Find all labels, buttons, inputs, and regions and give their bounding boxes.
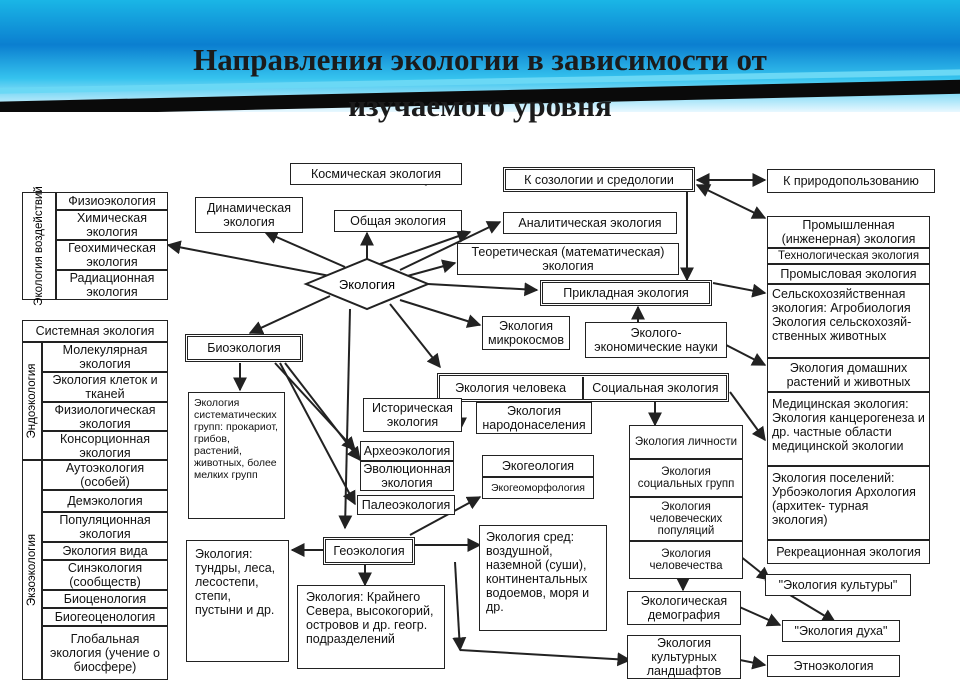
medical-ecology-box: Медицинская экология: Экология канцероге… (767, 392, 930, 466)
culture-ecology-box: "Экология культуры" (765, 574, 911, 596)
exo-item: Биоценология (42, 590, 168, 608)
header-banner (0, 0, 960, 112)
fishing-ecology-box: Промысловая экология (767, 264, 930, 284)
historical-ecology-box: Историческая экология (363, 398, 462, 432)
human-ecology-label: Экология человека (455, 380, 567, 395)
exo-ecology-text: Экзоэкология (26, 533, 38, 607)
recreation-ecology-box: Рекреационная экология (767, 540, 930, 564)
media-ecology-box: Экология сред: воздушной, наземной (суши… (479, 525, 607, 631)
cultural-landscapes-box: Экология культурных ландшафтов (627, 635, 741, 679)
sozology-box: К созологии и средологии (503, 167, 695, 192)
domestic-ecology-box: Экология домашних растений и животных (767, 358, 930, 392)
evolution-ecology-box: Эволюционная экология (360, 461, 454, 491)
exo-item: Популяционная экология (42, 512, 168, 542)
nature-use-box: К природопользованию (767, 169, 935, 193)
impacts-item: Радиационная экология (56, 270, 168, 300)
spirit-ecology-box: "Экология духа" (782, 620, 900, 642)
personal-ecology-box: Экология личности (629, 425, 743, 459)
population-ecology-box: Экология народонаселения (476, 402, 592, 434)
exo-ecology-label: Экзоэкология (22, 460, 42, 680)
endo-ecology-label: Эндоэкология (22, 342, 42, 460)
endo-item: Экология клеток и тканей (42, 372, 168, 402)
humanity-ecology-box: Экология человечества (629, 541, 743, 579)
slide-title-line1: Направления экологии в зависимости от (193, 42, 767, 77)
impacts-ecology-label: Экология воздействий (22, 186, 56, 306)
ecology-center-label: Экология (338, 276, 396, 292)
analytic-ecology-box: Аналитическая экология (503, 212, 677, 234)
theoretic-ecology-box: Теоретическая (математическая) экология (457, 243, 679, 275)
demography-box: Экологическая демография (627, 591, 741, 625)
exo-item: Демэкология (42, 490, 168, 512)
endo-item: Молекулярная экология (42, 342, 168, 372)
exo-item: Синэкология (сообществ) (42, 560, 168, 590)
ecogeomorphology-box: Экогеоморфология (482, 477, 594, 499)
ecogeology-box: Экогеология (482, 455, 594, 477)
exo-item: Экология вида (42, 542, 168, 560)
groups-ecology-box: Экология социальных групп (629, 459, 743, 497)
impacts-ecology-text: Экология воздействий (33, 186, 45, 306)
bioecology-box: Биоэкология (185, 334, 303, 362)
impacts-item: Геохимическая экология (56, 240, 168, 270)
human-social-ecology-box: Экология человека Социальная экология (437, 373, 729, 402)
geoecology-box: Геоэкология (323, 537, 415, 565)
exo-item: Аутоэкология (особей) (42, 460, 168, 490)
ethno-ecology-box: Этноэкология (767, 655, 900, 677)
endo-item: Консорционная экология (42, 431, 168, 460)
eco-econ-sciences-box: Эколого-экономические науки (585, 322, 727, 358)
impacts-item: Химическая экология (56, 210, 168, 240)
human-populations-ecology-box: Экология человеческих популяций (629, 497, 743, 541)
ecology-center-node: Экология (306, 259, 428, 309)
technological-ecology-box: Технологическая экология (767, 248, 930, 264)
applied-ecology-box: Прикладная экология (540, 280, 712, 306)
systematic-groups-box: Экология систематических групп: прокарио… (188, 392, 285, 519)
industrial-ecology-box: Промышленная (инженерная) экология (767, 216, 930, 248)
system-ecology-box: Системная экология (22, 320, 168, 342)
microcosm-ecology-box: Экология микрокосмов (482, 316, 570, 350)
settlement-ecology-box: Экология поселений: Урбоэкология Архолог… (767, 466, 930, 540)
social-ecology-label: Социальная экология (592, 380, 719, 395)
dynamic-ecology-box: Динамическая экология (195, 197, 303, 233)
exo-item: Биогеоценология (42, 608, 168, 626)
exo-item: Глобальная экология (учение о биосфере) (42, 626, 168, 680)
regions-ecology-box: Экология: Крайнего Севера, высокогорий, … (297, 585, 445, 669)
endo-ecology-text: Эндоэкология (26, 363, 38, 439)
archeo-ecology-box: Археоэкология (360, 441, 454, 461)
slide-title-line2: изучаемого уровня (348, 88, 612, 123)
divider (582, 376, 584, 399)
zones-ecology-box: Экология: тундры, леса, лесостепи, степи… (186, 540, 289, 662)
endo-item: Физиологическая экология (42, 402, 168, 431)
general-ecology-box: Общая экология (334, 210, 462, 232)
impacts-item: Физиоэкология (56, 192, 168, 210)
paleo-ecology-box: Палеоэкология (357, 495, 455, 515)
agricultural-ecology-box: Сельскохозяйственная экология: Агробиоло… (767, 284, 930, 358)
cosmic-ecology-box: Космическая экология (290, 163, 462, 185)
